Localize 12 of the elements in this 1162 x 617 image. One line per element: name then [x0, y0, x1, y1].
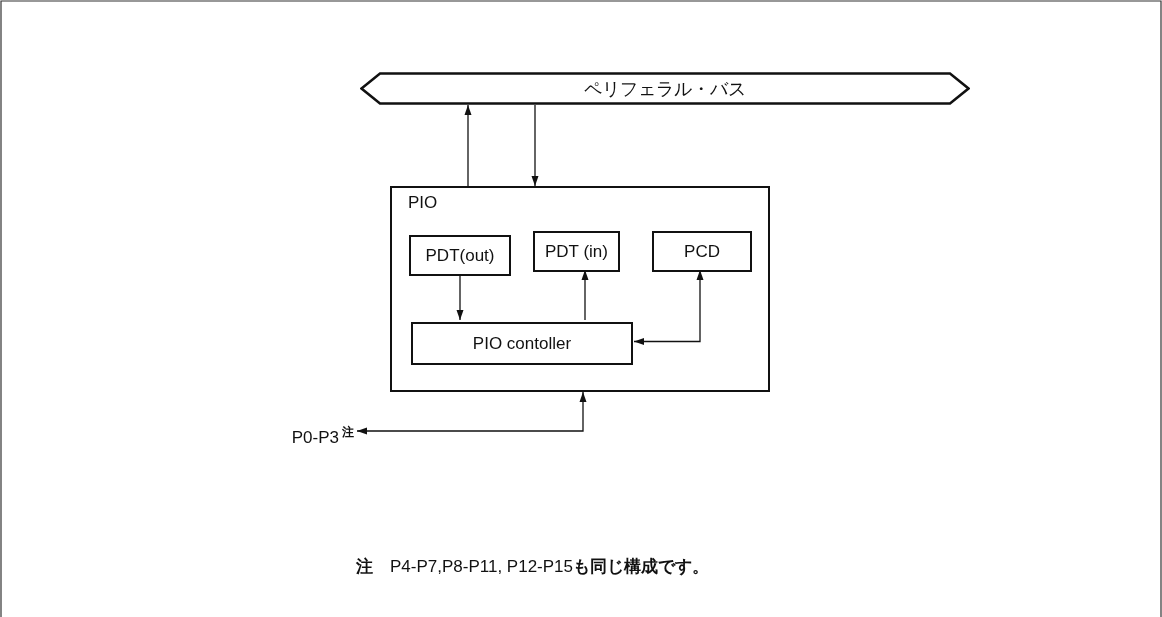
arrow: [531, 104, 539, 187]
port-label: P0-P3$^{注}$: [291, 424, 354, 448]
module-title: PIO: [408, 193, 438, 213]
bus-shape: ペリフェラル・バス: [360, 72, 970, 105]
arrow: [464, 104, 472, 187]
register-box: PCD: [652, 231, 752, 272]
register-box: PDT(out): [409, 235, 511, 276]
controller-box: PIO contoller: [411, 322, 633, 365]
module-box: [390, 186, 770, 392]
register-box: PDT (in): [533, 231, 620, 272]
arrow: [356, 391, 587, 435]
note-text: 注 P4-P7,P8-P11, P12-P15も同じ構成です。: [356, 556, 709, 578]
